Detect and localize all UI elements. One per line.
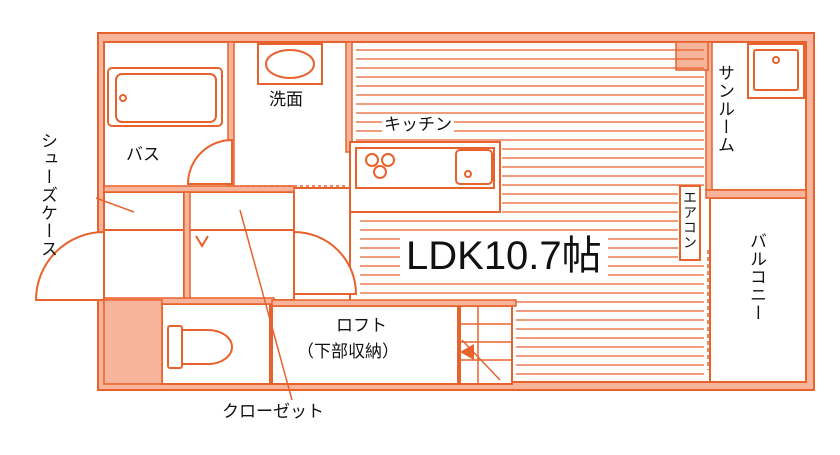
wall-shoe-closet (183, 191, 191, 301)
bath-door-icon (186, 138, 233, 185)
wall-toilet-left (103, 299, 163, 385)
label-loft-sub: （下部収納） (297, 342, 399, 362)
label-balcony: バルコニー (746, 232, 766, 322)
closet (187, 191, 295, 301)
label-shoe-case: シューズケース (37, 132, 57, 258)
shoe-case (103, 191, 185, 301)
stairs-icon (460, 306, 512, 384)
loft-storage (271, 305, 459, 385)
stairs-arrow-icon (460, 344, 474, 360)
shoe-leader-line (95, 197, 135, 213)
entrance-door-icon (34, 230, 105, 301)
wall-entry-top (103, 185, 295, 193)
toilet-icon (167, 325, 233, 369)
wash-basin-icon (257, 43, 323, 85)
stairs (459, 305, 513, 385)
kitchen-counter-icon (349, 141, 501, 213)
bathtub-icon (107, 67, 223, 127)
label-sunroom: サンルーム (714, 64, 734, 154)
sunroom-sink-icon (747, 43, 805, 99)
label-bath: バス (126, 145, 160, 165)
closet-door-mark (195, 235, 209, 248)
label-ldk: LDK10.7帖 (400, 236, 608, 276)
washroom (231, 41, 351, 189)
wall-corner-notch (675, 41, 709, 71)
label-loft: ロフト (336, 316, 387, 336)
label-kitchen: キッチン (382, 115, 454, 135)
label-aircon: エアコン (681, 190, 697, 250)
aircon-unit (679, 185, 701, 261)
wall-balcony (705, 189, 807, 199)
balcony (709, 197, 807, 383)
ldk-door-icon (293, 230, 358, 295)
label-washroom: 洗面 (269, 90, 303, 110)
label-closet: クローゼット (222, 402, 324, 422)
wall-wash-ldk (345, 41, 353, 153)
closet-leader-line (239, 209, 293, 401)
wall-loft-top (271, 299, 517, 307)
